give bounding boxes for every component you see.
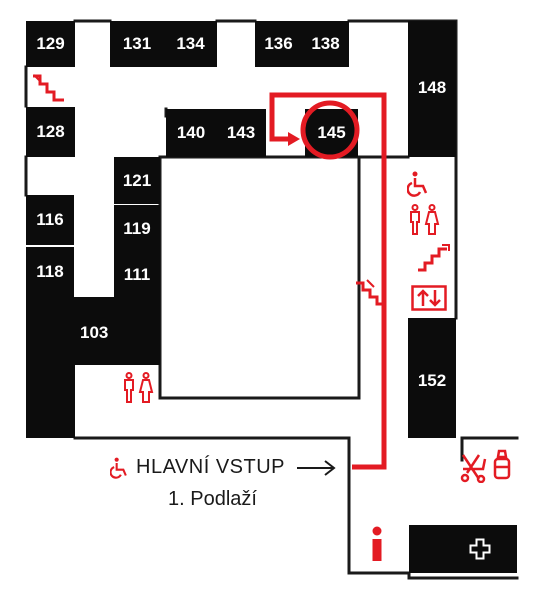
room-143[interactable]: 143 xyxy=(216,109,266,157)
floor-label: 1. Podlaží xyxy=(168,488,257,510)
restroom-icon xyxy=(124,372,154,403)
room-label: 143 xyxy=(226,123,256,142)
room-label: 129 xyxy=(36,34,65,53)
restroom-icon xyxy=(410,204,440,235)
room-148[interactable]: 148 xyxy=(408,21,456,157)
room-label: 148 xyxy=(417,78,447,97)
room-label: 134 xyxy=(176,34,205,53)
room-116[interactable]: 116 xyxy=(26,195,74,245)
first-aid-room[interactable] xyxy=(409,525,517,573)
first-aid-icon xyxy=(469,538,491,560)
room-128[interactable]: 128 xyxy=(26,107,75,157)
info-icon xyxy=(372,526,382,561)
room-label: 121 xyxy=(122,170,152,190)
wheelchair-icon xyxy=(110,457,127,479)
stairs-icon xyxy=(418,244,450,272)
stroller-icon xyxy=(460,454,487,483)
room-145[interactable]: 145 xyxy=(305,109,358,157)
room-label: 119 xyxy=(123,218,151,238)
room-119[interactable]: 119 xyxy=(114,205,160,252)
room-label: 140 xyxy=(176,123,206,142)
elevator-icon xyxy=(411,285,447,311)
room-label: 136 xyxy=(264,34,293,53)
room-label: 152 xyxy=(417,371,447,390)
room-111[interactable]: 111 xyxy=(114,252,160,297)
room-129[interactable]: 129 xyxy=(26,21,75,67)
arrow-right-icon xyxy=(297,459,336,476)
room-134[interactable]: 134 xyxy=(164,21,217,67)
main-entrance[interactable]: HLAVNÍ VSTUP xyxy=(110,456,337,479)
room-152[interactable]: 152 xyxy=(408,318,456,438)
room-label: 128 xyxy=(36,122,65,141)
stairs-icon xyxy=(33,74,64,102)
room-118[interactable]: 118 xyxy=(26,247,74,297)
room-138[interactable]: 138 xyxy=(302,21,349,67)
room-label: 145 xyxy=(317,123,346,142)
room-131[interactable]: 131 xyxy=(110,21,164,67)
stairs-icon xyxy=(356,279,384,306)
room-label: 131 xyxy=(122,34,152,53)
room-label: 116 xyxy=(36,210,64,229)
room-label: 118 xyxy=(36,262,64,281)
room-121[interactable]: 121 xyxy=(114,157,160,204)
room-140[interactable]: 140 xyxy=(166,109,216,157)
entrance-label: HLAVNÍ VSTUP xyxy=(136,456,285,478)
room-label: 138 xyxy=(311,34,340,53)
room-136[interactable]: 136 xyxy=(255,21,302,67)
baby-bottle-icon xyxy=(493,449,511,480)
wheelchair-icon xyxy=(407,171,428,197)
room-label: 111 xyxy=(123,264,151,284)
